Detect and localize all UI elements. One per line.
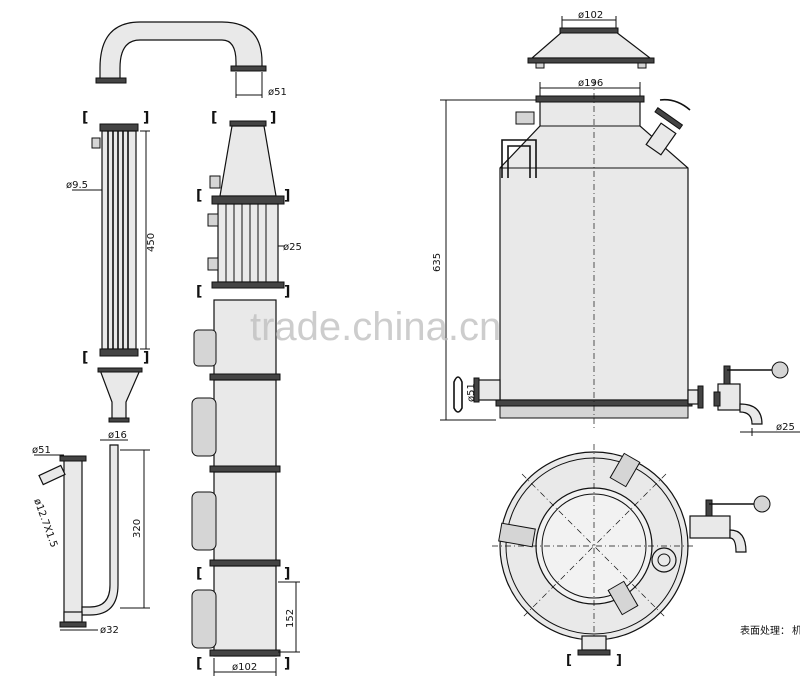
dim-d196-label: ø196: [578, 78, 603, 89]
dimension-d32: ø32: [60, 625, 119, 636]
watermark: trade.china.cn: [250, 305, 501, 349]
svg-text:]: ]: [284, 284, 290, 300]
svg-text:]: ]: [270, 110, 276, 126]
dimension-d51-outlet: ø51: [466, 383, 477, 402]
svg-text:]: ]: [284, 656, 290, 672]
bundle-reducer-funnel: [97, 367, 143, 423]
vessel-lid: [527, 27, 655, 69]
svg-text:[: [: [196, 284, 202, 300]
dim-d25-column-label: ø25: [283, 242, 302, 253]
dim-d102-bottom-label: ø102: [232, 662, 257, 673]
dim-len450-label: 450: [146, 233, 157, 252]
dimension-d102-bottom: ø102: [213, 658, 277, 676]
vessel-body: [453, 80, 704, 430]
drain-valve-side: [713, 361, 789, 425]
column-section-1: [193, 299, 281, 381]
vessel-top-view: [ ]: [492, 444, 696, 668]
dim-d12-7-label: ø12.7X1.5: [31, 497, 59, 549]
column-tube-section: [ ]: [196, 203, 290, 300]
svg-text:]: ]: [143, 110, 149, 126]
condenser-tube-bundle: [ ] [ ]: [82, 110, 149, 366]
note-suffix: 机: [792, 624, 800, 637]
dim-d51-outlet-label: ø51: [466, 383, 477, 402]
note-label: 表面处理：: [740, 624, 790, 637]
svg-text:]: ]: [284, 566, 290, 582]
dimension-d196: ø196: [539, 78, 641, 96]
drain-valve-top: [689, 495, 771, 553]
surface-treatment-note: 表面处理： 机: [740, 624, 800, 637]
dim-d16-label: ø16: [108, 430, 127, 441]
u-bend-pipe: [95, 21, 267, 84]
dimension-d51-top: ø51: [235, 72, 287, 98]
column-section-3: [191, 471, 281, 567]
dim-d51-bottom-label: ø51: [32, 445, 51, 456]
svg-text:]: ]: [284, 188, 290, 204]
dim-d51-top-label: ø51: [268, 87, 287, 98]
dimension-d9-5: ø9.5: [66, 180, 102, 191]
dimension-len152: 152: [278, 581, 300, 653]
dim-d9-5-label: ø9.5: [66, 180, 88, 191]
svg-text:[: [: [82, 110, 88, 126]
svg-text:]: ]: [616, 653, 622, 668]
svg-text:[: [: [566, 653, 572, 668]
svg-text:[: [: [196, 566, 202, 582]
dim-d25-valve-label: ø25: [776, 422, 795, 433]
bent-pipe-assembly: [38, 444, 119, 628]
dimension-len320: 320: [120, 449, 150, 609]
svg-text:]: ]: [143, 350, 149, 366]
dimension-d12-7: ø12.7X1.5: [31, 497, 59, 549]
dim-len320-label: 320: [132, 519, 143, 538]
dimension-d25-valve: ø25: [740, 422, 800, 436]
dimension-len450: 450: [140, 130, 157, 350]
dim-len152-label: 152: [285, 609, 296, 628]
dimension-d51-bottom: ø51: [32, 445, 64, 456]
svg-text:[: [: [82, 350, 88, 366]
dimension-d25-column: ø25: [278, 242, 302, 253]
dim-d32-label: ø32: [100, 625, 119, 636]
dimension-d102-lid: ø102: [561, 10, 617, 28]
column-section-4: [ ] [ ]: [191, 565, 290, 672]
dimension-h635: 635: [432, 99, 536, 421]
dimension-d16: ø16: [100, 430, 128, 441]
svg-text:[: [: [196, 656, 202, 672]
svg-text:[: [: [211, 110, 217, 126]
dim-d102-lid-label: ø102: [578, 10, 603, 21]
svg-text:[: [: [196, 188, 202, 204]
column-section-2: [191, 379, 281, 473]
column-reducer-top: [ ] [ ]: [196, 110, 290, 205]
dim-h635-label: 635: [432, 253, 443, 272]
